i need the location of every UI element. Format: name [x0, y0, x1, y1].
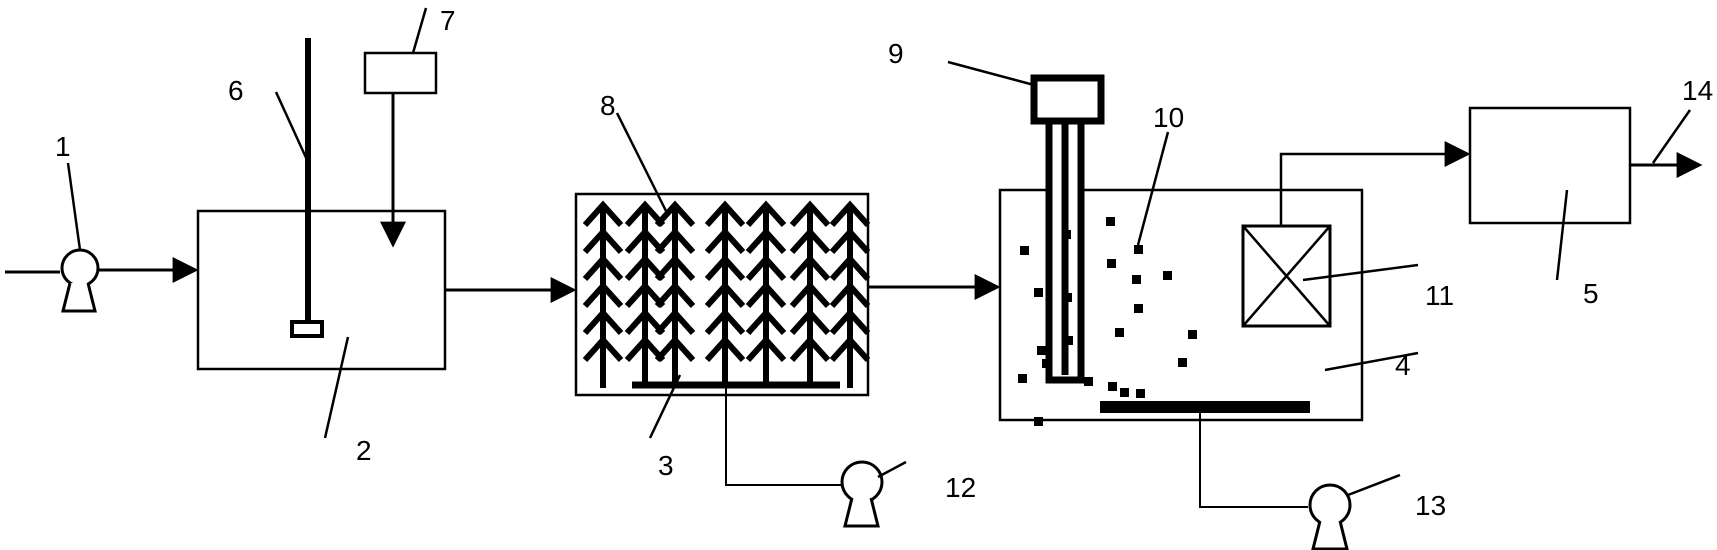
- media-chevron: [829, 335, 871, 363]
- leader-lines: [66, 7, 1692, 497]
- media-chevron: [789, 335, 831, 363]
- media-chevron: [745, 335, 787, 363]
- media-tank-3: [574, 192, 871, 486]
- label-5: 5: [1583, 278, 1599, 309]
- media-chevron: [582, 281, 624, 309]
- particle: [1018, 374, 1027, 383]
- media-chevron: [582, 227, 624, 255]
- media-chevron: [654, 281, 696, 309]
- particle: [1020, 246, 1029, 255]
- label-6: 6: [228, 75, 244, 106]
- particle: [1042, 359, 1051, 368]
- media-chevron: [829, 200, 871, 228]
- media-chevron: [789, 227, 831, 255]
- media-chevron: [704, 308, 746, 336]
- media-chevron: [704, 200, 746, 228]
- media-chevron: [582, 254, 624, 282]
- stirrer-6: [290, 38, 324, 338]
- particle: [1037, 346, 1046, 355]
- media-chevron: [654, 200, 696, 228]
- media-chevron: [624, 200, 666, 228]
- label-10: 10: [1153, 102, 1184, 133]
- media-chevron: [654, 254, 696, 282]
- particle: [1188, 330, 1197, 339]
- blower-13: [1308, 483, 1352, 550]
- media-chevron: [654, 308, 696, 336]
- inlet-pump-1: [5, 248, 199, 313]
- air-pipe-13: [1199, 412, 1308, 508]
- media-chevron: [582, 200, 624, 228]
- particle: [1084, 377, 1093, 386]
- media-chevron: [704, 227, 746, 255]
- air-pipe-12: [725, 386, 842, 486]
- media-chevron: [654, 227, 696, 255]
- particle: [1134, 304, 1143, 313]
- particle: [1064, 336, 1073, 345]
- media-chevron: [745, 281, 787, 309]
- label-13: 13: [1415, 490, 1446, 521]
- media-chevron: [624, 335, 666, 363]
- labels: 1 2 3 4 5 6 7 8 9 10 11 12 13 14: [55, 5, 1713, 521]
- particle: [1178, 358, 1187, 367]
- particle: [1115, 328, 1124, 337]
- particle: [1034, 288, 1043, 297]
- media-chevron: [829, 254, 871, 282]
- particle: [1063, 293, 1072, 302]
- particle: [1034, 417, 1043, 426]
- media-chevron: [624, 281, 666, 309]
- media-chevron: [789, 308, 831, 336]
- media-chevron: [704, 281, 746, 309]
- media-chevron: [789, 254, 831, 282]
- media-chevron: [789, 200, 831, 228]
- media-chevron: [829, 308, 871, 336]
- particle: [1107, 259, 1116, 268]
- media-chevron: [704, 254, 746, 282]
- blower-12: [840, 460, 884, 528]
- label-3: 3: [658, 450, 674, 481]
- media-chevron: [745, 308, 787, 336]
- media-chevron: [745, 200, 787, 228]
- outlet-tank-5: [1468, 106, 1703, 225]
- label-8: 8: [600, 90, 616, 121]
- media-chevron: [745, 227, 787, 255]
- media-8: [582, 200, 871, 388]
- particle: [1163, 271, 1172, 280]
- particle: [1134, 245, 1143, 254]
- media-chevron: [624, 227, 666, 255]
- label-14: 14: [1682, 75, 1713, 106]
- media-chevron: [582, 308, 624, 336]
- media-chevron: [704, 335, 746, 363]
- media-chevron: [582, 335, 624, 363]
- label-12: 12: [945, 472, 976, 503]
- media-chevron: [789, 281, 831, 309]
- media-chevron: [624, 254, 666, 282]
- particle: [1120, 388, 1129, 397]
- media-chevron: [654, 335, 696, 363]
- particle: [1106, 217, 1115, 226]
- particle: [1132, 275, 1141, 284]
- media-chevron: [745, 254, 787, 282]
- label-7: 7: [440, 5, 456, 36]
- media-chevron: [829, 227, 871, 255]
- label-11: 11: [1425, 280, 1454, 311]
- particle: [1062, 230, 1071, 239]
- label-4: 4: [1395, 350, 1411, 381]
- label-9: 9: [888, 38, 904, 69]
- media-chevron: [829, 281, 871, 309]
- mixing-tank-2: [196, 209, 447, 371]
- particle: [1136, 389, 1145, 398]
- media-chevron: [624, 308, 666, 336]
- label-2: 2: [356, 435, 372, 466]
- dosing-unit-7: [363, 51, 438, 248]
- label-1: 1: [55, 131, 71, 162]
- particles-10: [1018, 217, 1197, 426]
- particle: [1108, 382, 1117, 391]
